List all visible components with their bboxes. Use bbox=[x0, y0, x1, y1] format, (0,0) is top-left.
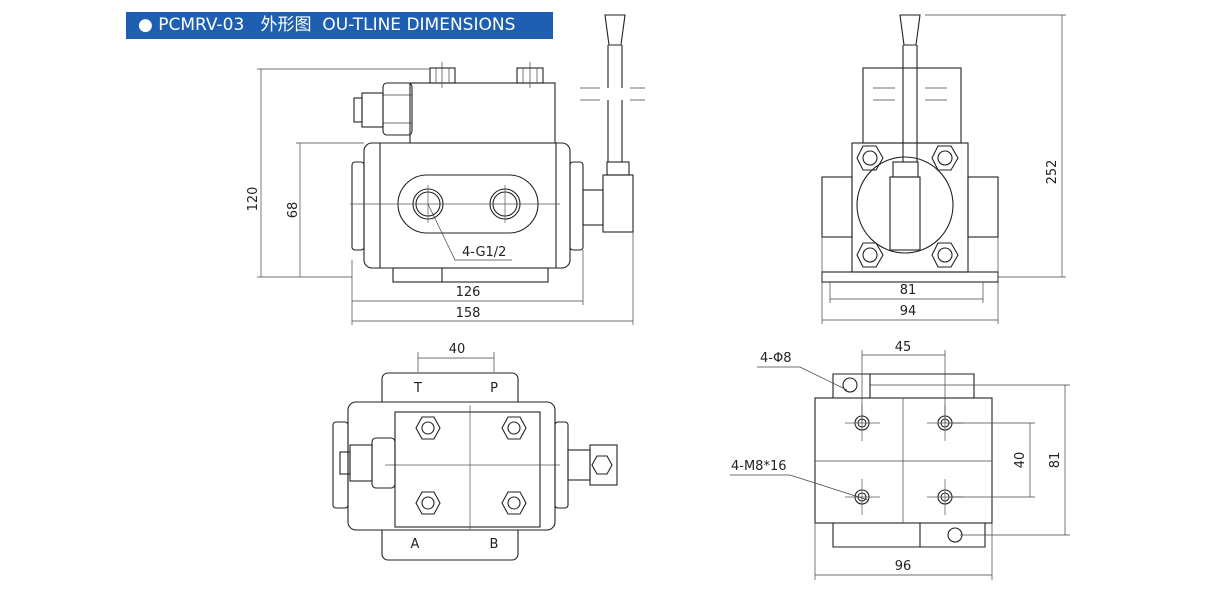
bolt-hex-group bbox=[415, 416, 527, 515]
dim-40: 40 bbox=[449, 342, 466, 357]
mounting-view: 45 40 81 96 4-Φ8 4-M8*16 bbox=[730, 340, 1070, 580]
bolt-head bbox=[429, 67, 456, 84]
dim-126: 126 bbox=[456, 285, 481, 300]
dim-96: 96 bbox=[895, 559, 912, 574]
dim-81-vertical: 81 bbox=[1048, 452, 1063, 469]
port-p-label: P bbox=[490, 381, 498, 396]
dim-68: 68 bbox=[286, 202, 301, 219]
hole-note: 4-Φ8 bbox=[760, 351, 791, 366]
title-banner: ● PCMRV-03 外形图 OU-TLINE DIMENSIONS bbox=[126, 12, 553, 39]
top-view: 40 T P A B bbox=[332, 342, 618, 561]
port-note: 4-G1/2 bbox=[462, 245, 506, 260]
lever-handle bbox=[604, 14, 626, 46]
dim-158: 158 bbox=[456, 306, 481, 321]
front-view: 120 68 126 158 4-G1/2 bbox=[246, 14, 645, 325]
dim-40-vertical: 40 bbox=[1013, 452, 1028, 469]
bolt-hex-group bbox=[856, 145, 959, 268]
solenoid-head bbox=[862, 67, 962, 144]
dim-252: 252 bbox=[1045, 160, 1060, 185]
port-b-label: B bbox=[490, 537, 499, 552]
side-view: 252 81 94 bbox=[821, 14, 1066, 324]
solenoid-head bbox=[409, 82, 556, 144]
dim-45: 45 bbox=[895, 340, 912, 355]
port-a-label: A bbox=[411, 537, 420, 552]
dim-94: 94 bbox=[900, 304, 917, 319]
connector-tip bbox=[353, 97, 363, 123]
connector-nut bbox=[382, 82, 413, 136]
dim-120: 120 bbox=[246, 187, 261, 212]
connector-body bbox=[361, 92, 384, 128]
thread-note: 4-M8*16 bbox=[731, 459, 787, 474]
dim-81: 81 bbox=[900, 283, 917, 298]
lever-handle bbox=[899, 14, 921, 46]
locating-hole bbox=[947, 527, 963, 543]
locating-hole bbox=[842, 377, 858, 393]
port-t-label: T bbox=[413, 381, 422, 396]
